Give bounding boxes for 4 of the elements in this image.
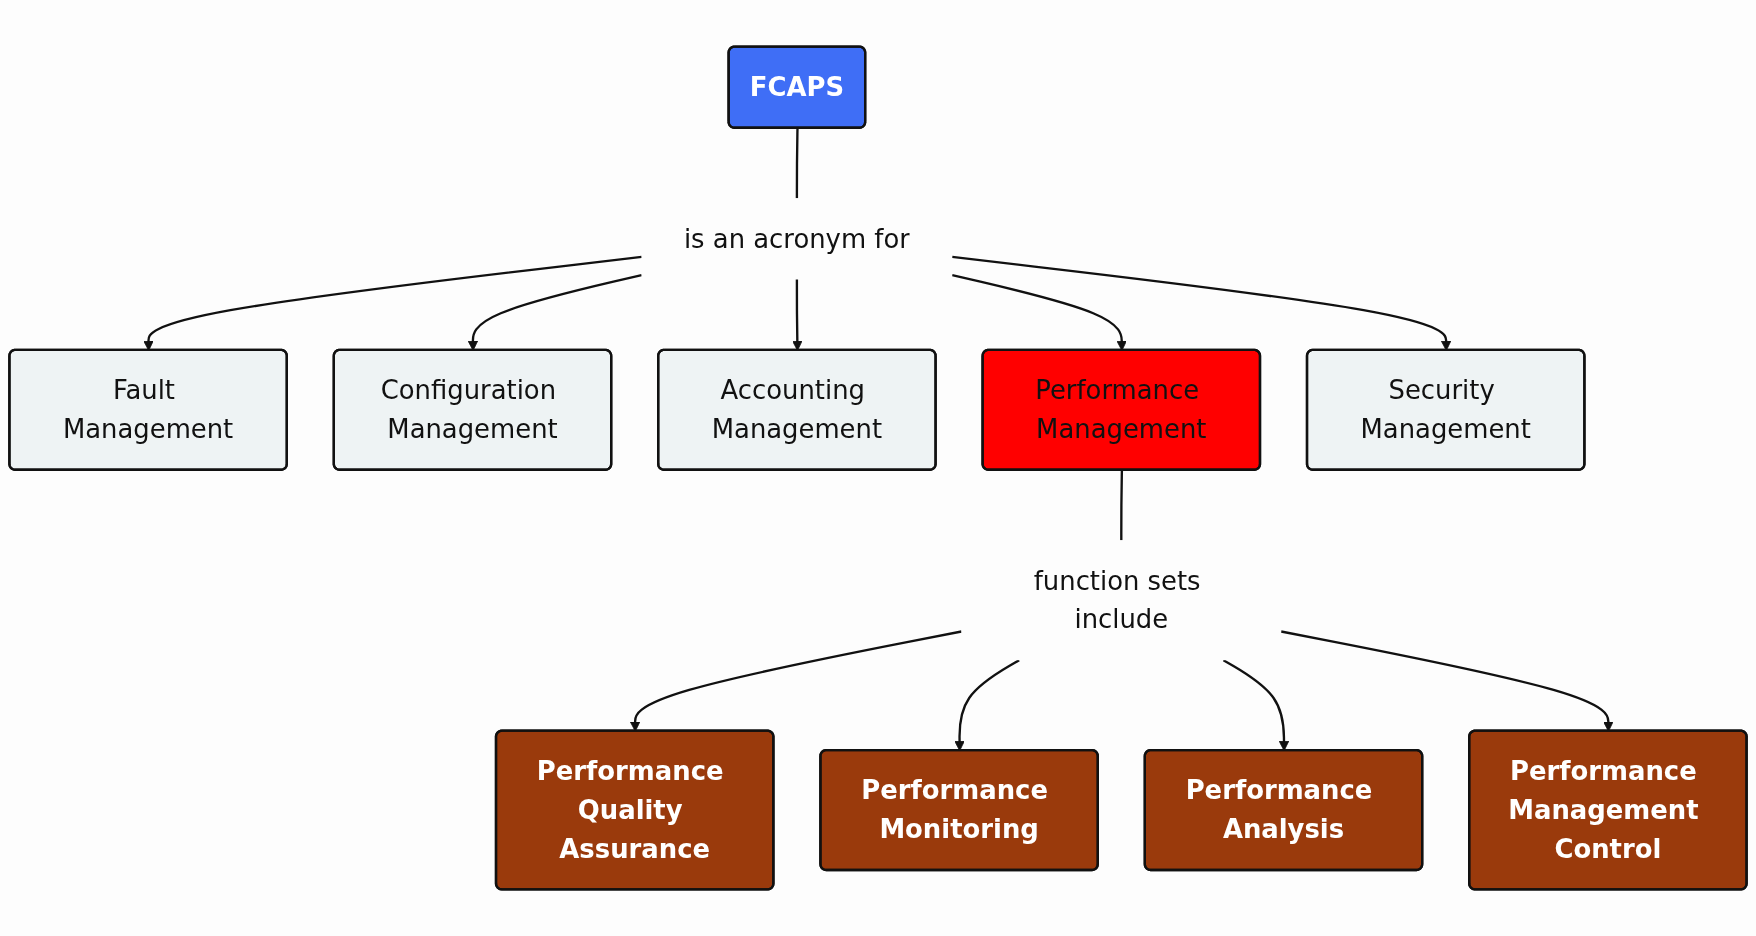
node-text: is an acronym for <box>683 224 910 254</box>
connector <box>1120 470 1124 541</box>
connector <box>795 128 799 199</box>
node-text: function sets include <box>1033 566 1201 635</box>
